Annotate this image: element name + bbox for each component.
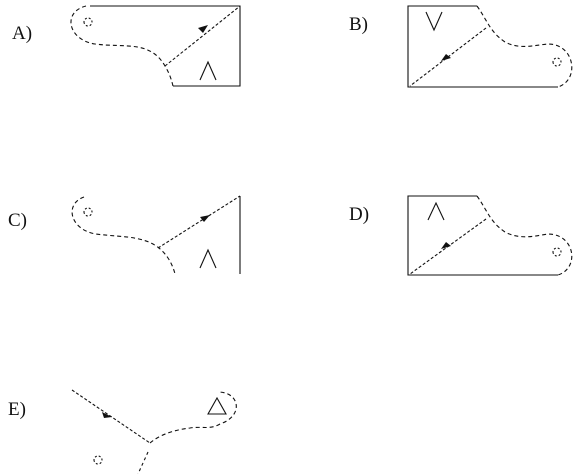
option-d-caret <box>427 201 445 221</box>
option-c-caret <box>199 248 217 269</box>
option-a-arrowhead <box>198 25 208 33</box>
option-c-label: C) <box>8 210 27 231</box>
option-b-figure[interactable] <box>407 5 573 88</box>
option-d-label: D) <box>349 204 370 225</box>
option-e-figure[interactable] <box>71 389 237 474</box>
option-d-arrowhead <box>441 242 451 249</box>
option-a-label: A) <box>12 23 33 44</box>
option-e-triangle-marker <box>207 396 227 415</box>
option-e-lower-dashed-segment <box>137 451 149 474</box>
option-b-circle-marker <box>552 57 562 67</box>
option-c-dashed-curve <box>71 196 176 275</box>
option-d-frame <box>407 195 558 276</box>
option-d-circle-marker <box>552 247 562 257</box>
option-e-circle-marker <box>93 455 103 465</box>
option-b-arrowhead <box>441 54 451 61</box>
option-c-arrow-line <box>157 195 241 249</box>
option-c-figure[interactable] <box>71 195 241 275</box>
option-a-arrow-line <box>164 5 241 67</box>
option-d-dashed-curve <box>476 195 573 276</box>
option-d-figure[interactable] <box>407 195 573 276</box>
option-a-caret <box>199 60 217 81</box>
option-b-label: B) <box>349 14 368 35</box>
option-a-frame <box>90 5 241 87</box>
option-b-dashed-curve <box>476 5 573 88</box>
option-c-arrowhead <box>200 215 210 222</box>
option-a-dashed-curve <box>70 5 174 87</box>
option-e-label: E) <box>8 399 26 420</box>
option-e-dashed-curve <box>149 391 237 444</box>
option-a-circle-marker <box>83 17 93 27</box>
option-c-circle-marker <box>83 207 93 217</box>
option-b-caret <box>425 11 443 32</box>
option-b-frame <box>407 5 558 88</box>
option-e-arrowhead <box>102 412 112 418</box>
option-a-figure[interactable] <box>70 5 241 87</box>
